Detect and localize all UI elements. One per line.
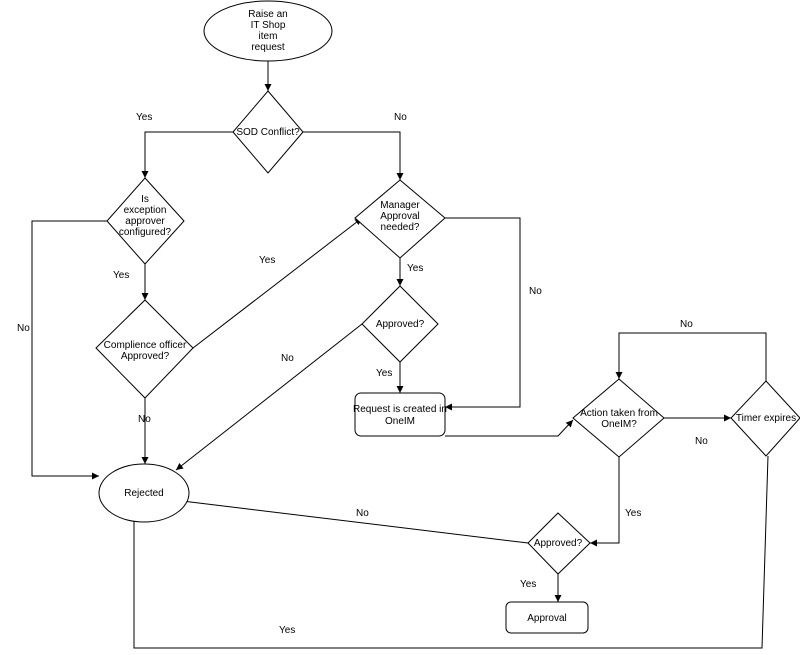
- node-created-line-1: OneIM: [385, 416, 415, 427]
- edge-compliance-yes: [192, 217, 363, 349]
- node-action-decision: Action taken from OneIM?: [572, 378, 665, 458]
- node-created: Request is created in OneIM: [353, 392, 447, 437]
- label-approved2-no: No: [356, 508, 369, 519]
- label-approved1-no: No: [281, 353, 294, 364]
- node-manager-line-0: Manager: [380, 200, 420, 211]
- label-approved2-yes: Yes: [520, 579, 536, 590]
- label-timer-yes: Yes: [279, 625, 295, 636]
- label-sod-no: No: [394, 112, 407, 123]
- node-timer-line-0: Timer expires: [736, 413, 796, 424]
- edge-approved1-no: [175, 323, 363, 471]
- node-manager-decision: Manager Approval needed?: [354, 179, 446, 259]
- node-exception-line-3: configured?: [119, 227, 172, 238]
- label-timer-no: No: [680, 319, 693, 330]
- node-created-line-0: Request is created in: [353, 404, 447, 415]
- node-exception-line-1: exception: [124, 205, 167, 216]
- edges: [31, 61, 769, 649]
- node-sod-line-0: SOD Conflict?: [236, 127, 300, 138]
- node-rejected: Rejected: [98, 463, 190, 523]
- edge-timer-yes: [130, 455, 769, 649]
- edge-timer-no: [615, 332, 767, 381]
- label-exception-yes: Yes: [113, 270, 129, 281]
- label-manager-yes: Yes: [407, 263, 423, 274]
- label-exception-no: No: [17, 323, 30, 334]
- node-rejected-line-0: Rejected: [124, 488, 163, 499]
- node-approved2-decision: Approved?: [527, 512, 591, 575]
- node-approval-line-0: Approval: [527, 613, 566, 624]
- label-sod-yes: Yes: [136, 112, 152, 123]
- label-compliance-no: No: [138, 414, 151, 425]
- node-sod-decision: SOD Conflict?: [232, 90, 304, 174]
- node-timer-decision: Timer expires: [730, 380, 800, 457]
- label-action-no: No: [695, 436, 708, 447]
- node-start-line-1: IT Shop: [251, 20, 286, 31]
- node-compliance-line-1: Approved?: [121, 351, 170, 362]
- node-exception-line-2: approver: [125, 216, 165, 227]
- node-start-line-2: item: [259, 31, 278, 42]
- node-manager-line-2: needed?: [381, 222, 420, 233]
- edge-approved2-no: [173, 497, 529, 544]
- node-approved1-decision: Approved?: [361, 285, 439, 363]
- node-manager-line-1: Approval: [380, 211, 419, 222]
- node-start-line-0: Raise an: [248, 9, 287, 20]
- node-exception-line-0: Is: [141, 194, 149, 205]
- edge-exception-no: [31, 220, 107, 480]
- node-start-line-3: request: [251, 42, 285, 53]
- node-start: Raise an IT Shop item request: [203, 0, 333, 62]
- node-approved2-line-0: Approved?: [534, 538, 583, 549]
- node-action-line-0: Action taken from: [580, 408, 658, 419]
- node-compliance-decision: Complience officer Approved?: [95, 299, 194, 399]
- edge-manager-no: [445, 217, 521, 411]
- label-approved1-yes: Yes: [376, 368, 392, 379]
- edge-created-to-action: [445, 419, 574, 437]
- edge-sod-yes: [141, 131, 233, 178]
- label-compliance-yes: Yes: [259, 255, 275, 266]
- edge-sod-no: [303, 131, 404, 180]
- edge-labels: Yes No Yes No Yes No Yes No Yes No Yes N…: [17, 112, 708, 636]
- edge-action-yes: [590, 457, 620, 547]
- label-action-yes: Yes: [625, 508, 641, 519]
- node-action-line-1: OneIM?: [601, 419, 637, 430]
- label-manager-no: No: [529, 286, 542, 297]
- node-exception-decision: Is exception approver configured?: [106, 177, 185, 265]
- node-approved1-line-0: Approved?: [376, 319, 425, 330]
- node-compliance-line-0: Complience officer: [104, 340, 187, 351]
- node-approval: Approval: [505, 601, 589, 634]
